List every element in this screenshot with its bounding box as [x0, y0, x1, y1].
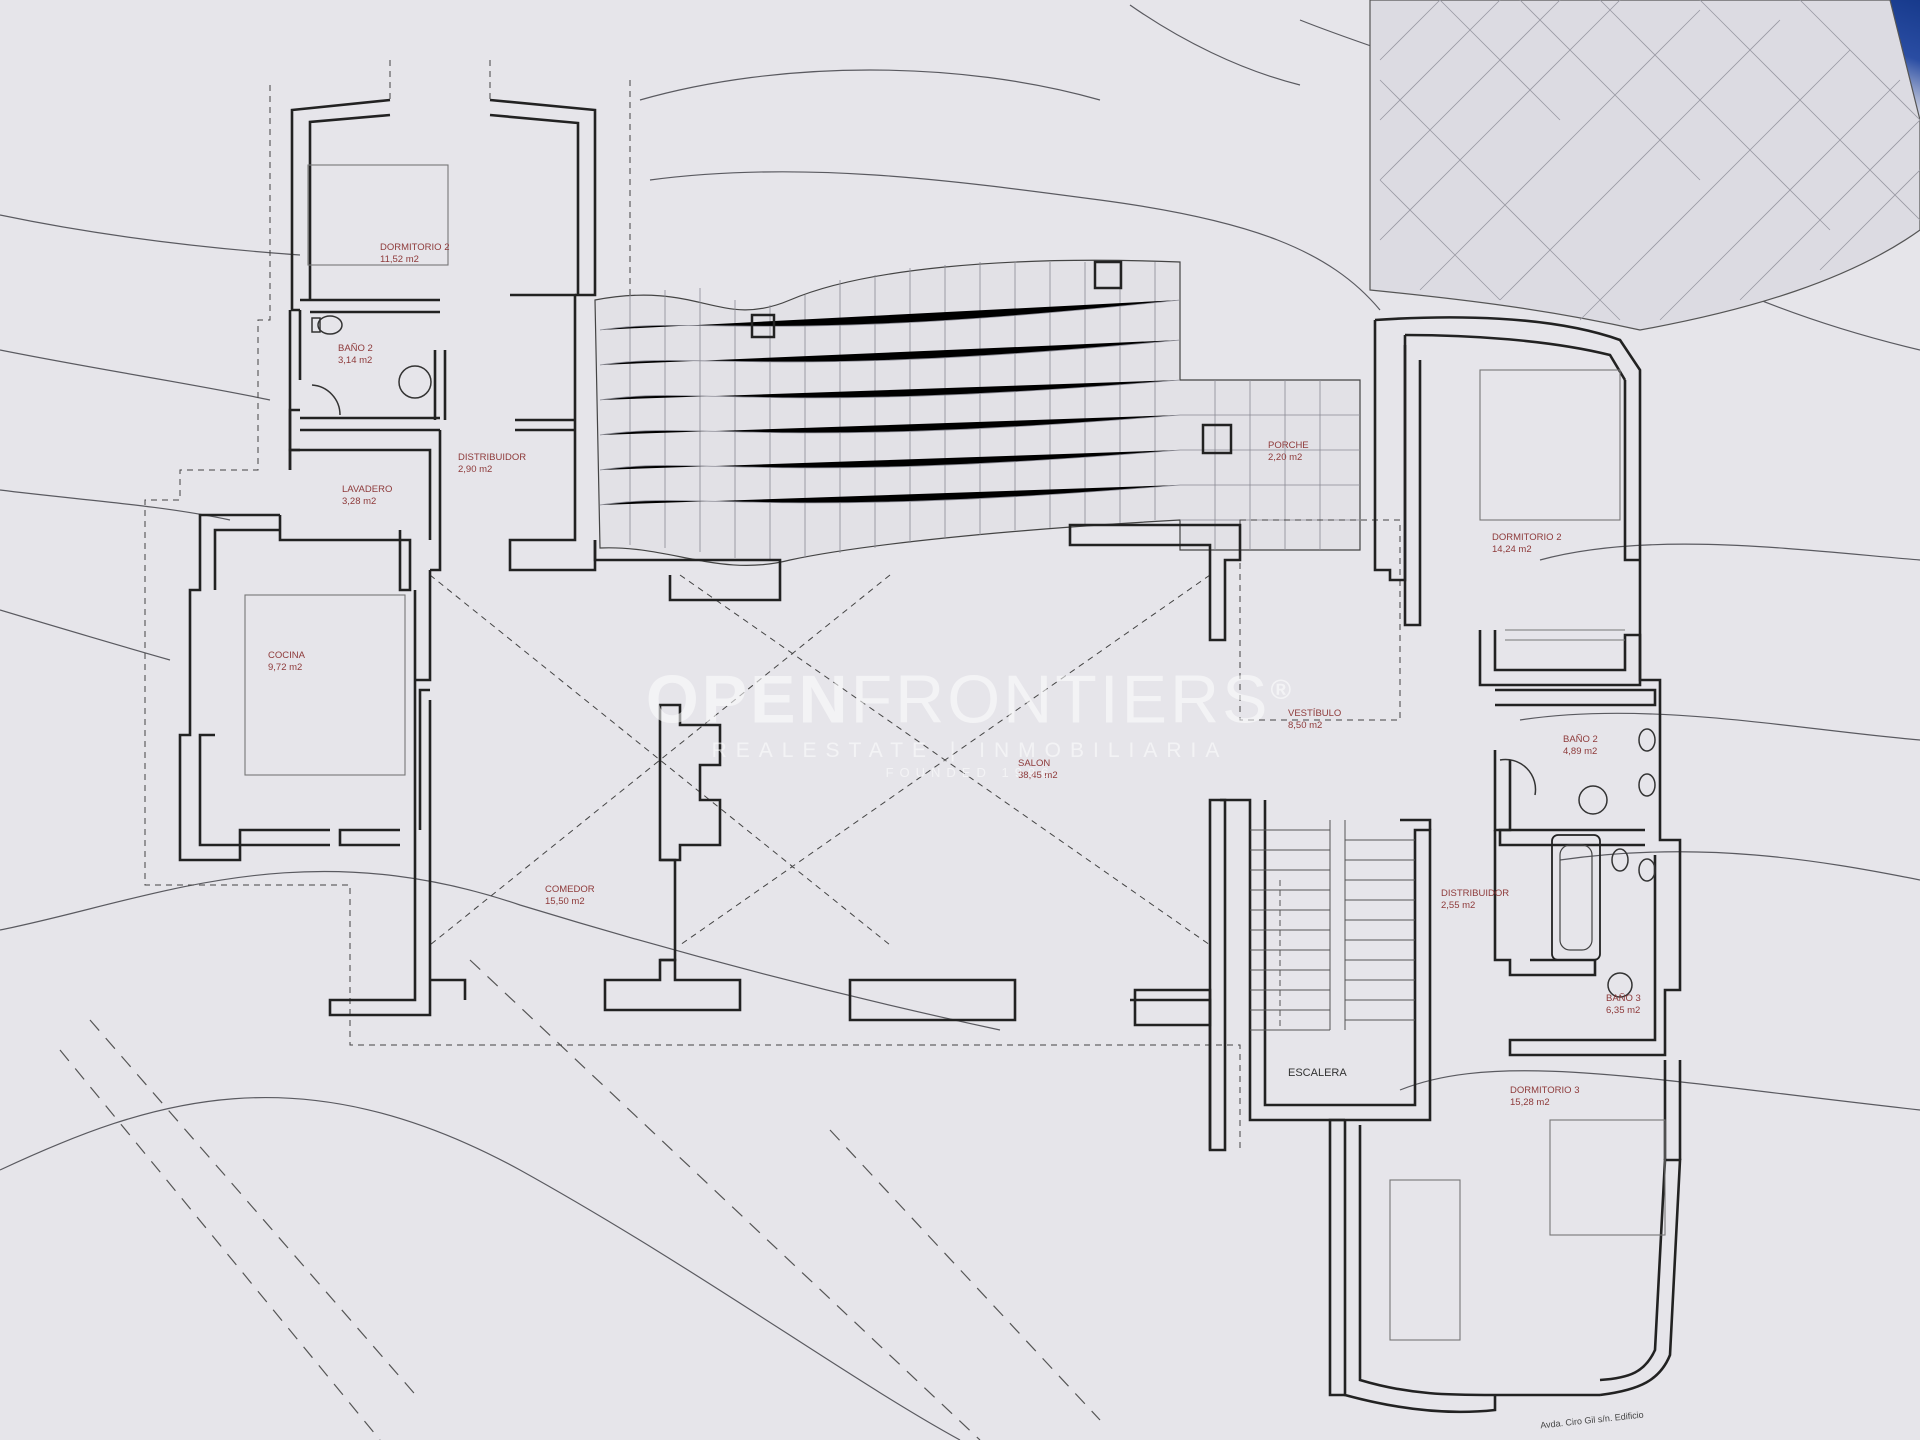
room-area: 15,28 m2: [1510, 1097, 1550, 1108]
room-area: 3,14 m2: [338, 355, 373, 366]
room-area: 6,35 m2: [1606, 1005, 1641, 1016]
room-label-dormitorio3: DORMITORIO 3 15,28 m2: [1510, 1085, 1580, 1109]
room-area: 2,20 m2: [1268, 452, 1303, 463]
room-label-lavadero: LAVADERO 3,28 m2: [342, 484, 392, 508]
room-label-comedor: COMEDOR 15,50 m2: [545, 884, 595, 908]
room-area: 2,55 m2: [1441, 900, 1476, 911]
room-name: BAÑO 2: [338, 343, 373, 354]
room-area: 15,50 m2: [545, 896, 585, 907]
room-label-vestibulo: VESTÍBULO 8,50 m2: [1288, 708, 1341, 732]
room-name: VESTÍBULO: [1288, 708, 1342, 719]
dashed-slope-lines: [59, 959, 1101, 1440]
bathroom-fixtures: [311, 315, 1656, 998]
room-label-cocina: COCINA 9,72 m2: [268, 650, 305, 674]
room-name: ESCALERA: [1288, 1067, 1347, 1079]
room-label-dormitorio2-right: DORMITORIO 2 14,24 m2: [1492, 532, 1562, 556]
hatched-terrace: [1369, 0, 1920, 331]
room-area: 11,52 m2: [380, 254, 419, 265]
room-label-porche: PORCHE 2,20 m2: [1268, 440, 1309, 464]
room-label-distribuidor-right: DISTRIBUIDOR 2,55 m2: [1441, 888, 1509, 912]
room-label-escalera: ESCALERA: [1288, 1067, 1347, 1079]
room-name: COCINA: [268, 650, 305, 661]
room-area: 9,72 m2: [268, 662, 303, 673]
room-label-bano2-upper: BAÑO 2 3,14 m2: [338, 343, 373, 367]
room-area: 38,45 m2: [1018, 770, 1058, 781]
room-name: LAVADERO: [342, 484, 393, 495]
room-label-salon: SALON 38,45 m2: [1018, 758, 1058, 782]
roof-outline: [144, 60, 1401, 1150]
furniture-outlines: [244, 164, 1666, 1341]
room-area: 4,89 m2: [1563, 746, 1598, 757]
room-area: 3,28 m2: [342, 496, 377, 507]
porch-tiles: [594, 259, 1361, 566]
terrain-contours: [0, 4, 1920, 1440]
room-name: DISTRIBUIDOR: [1441, 888, 1510, 899]
room-label-bano3: BAÑO 3 6,35 m2: [1606, 993, 1641, 1017]
room-label-dormitorio2-upper: DORMITORIO 2 11,52 m2: [380, 242, 450, 266]
room-name: PORCHE: [1268, 440, 1309, 451]
room-name: BAÑO 3: [1606, 993, 1641, 1004]
walls: [178, 98, 1682, 1414]
room-name: BAÑO 2: [1563, 734, 1598, 745]
room-name: DISTRIBUIDOR: [458, 452, 527, 463]
room-area: 14,24 m2: [1492, 544, 1532, 555]
room-name: COMEDOR: [545, 884, 595, 895]
room-name: SALON: [1018, 758, 1051, 769]
room-area: 8,50 m2: [1288, 720, 1323, 731]
room-label-bano2-right: BAÑO 2 4,89 m2: [1563, 734, 1598, 758]
room-name: DORMITORIO 3: [1510, 1085, 1580, 1096]
room-label-distribuidor-left: DISTRIBUIDOR 2,90 m2: [458, 452, 526, 476]
stair-treads: [1250, 820, 1415, 1031]
room-name: DORMITORIO 2: [1492, 532, 1562, 543]
room-area: 2,90 m2: [458, 464, 493, 475]
room-name: DORMITORIO 2: [380, 242, 450, 253]
